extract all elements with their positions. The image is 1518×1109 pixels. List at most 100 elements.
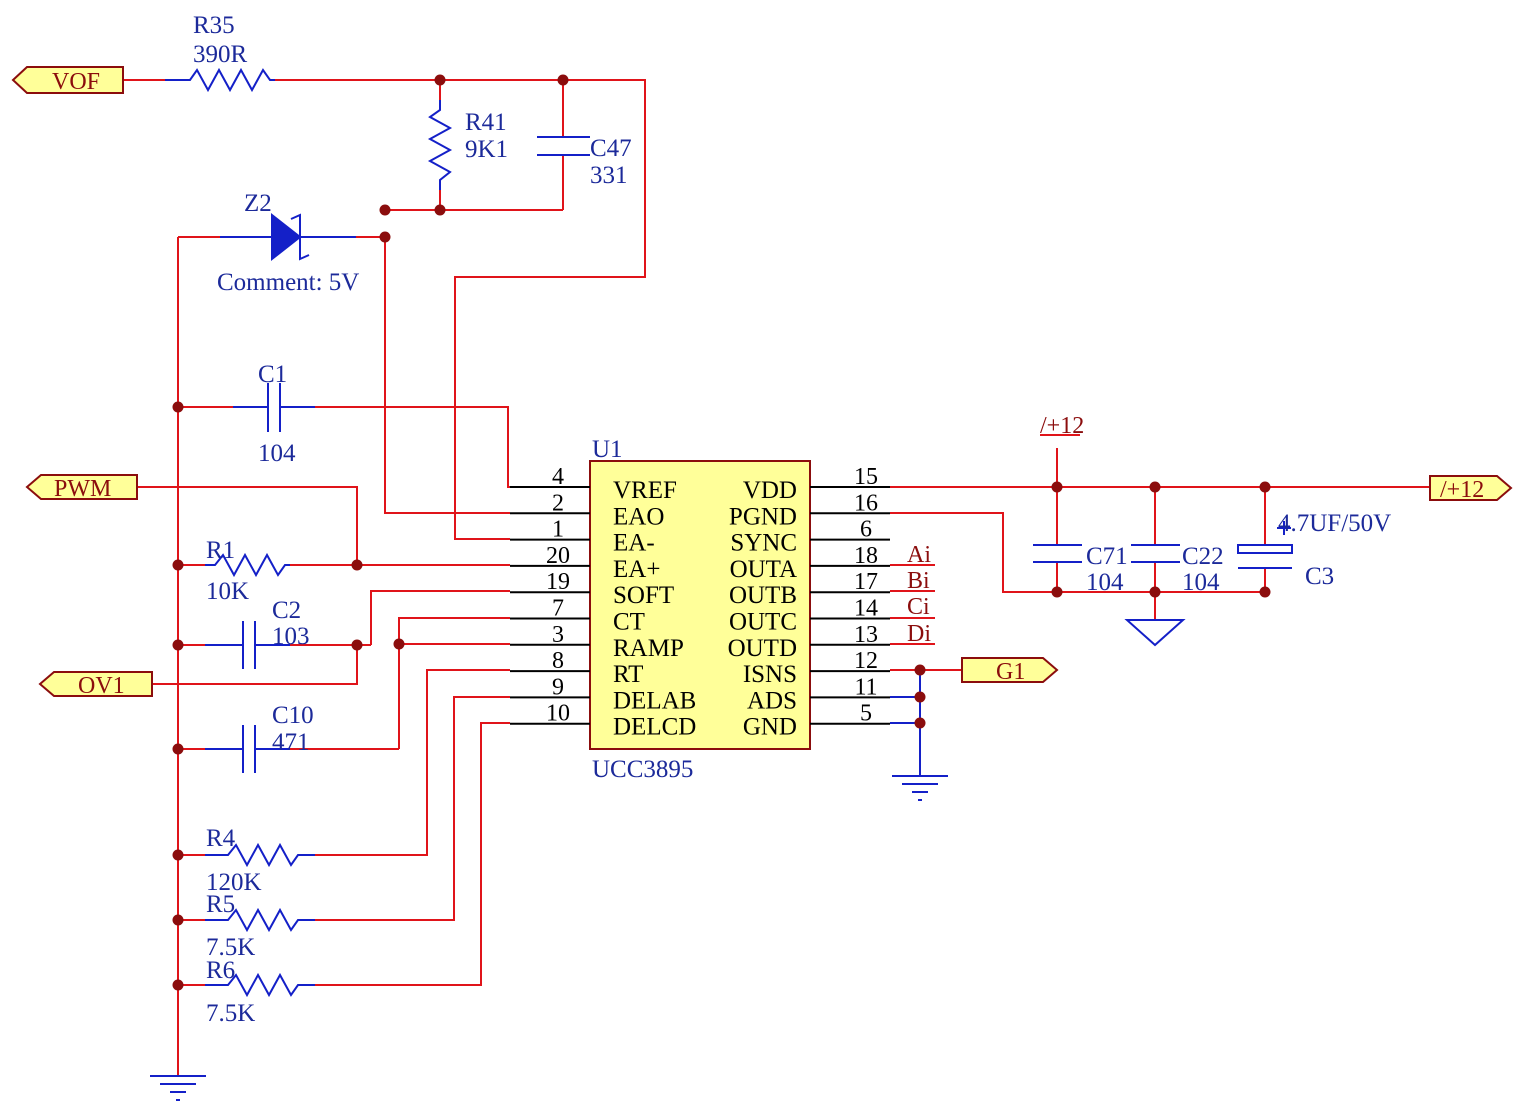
port-g1[interactable]: G1 — [961, 657, 1059, 685]
junction-dot — [172, 639, 184, 651]
pin-number: 19 — [546, 569, 570, 595]
capacitor-c1[interactable]: C1 104 — [233, 361, 315, 467]
net-label-ci: Ci — [907, 594, 930, 620]
pin-name: DELAB — [613, 687, 696, 714]
capacitor-c10[interactable]: C10 471 — [205, 702, 314, 773]
resistor-r35[interactable]: R35 390R — [165, 12, 275, 93]
r5-value: 7.5K — [206, 934, 255, 961]
net-label-plus12-top: /+12 — [1040, 413, 1084, 439]
chip-designator: U1 — [592, 436, 623, 463]
junction-dot — [914, 717, 926, 729]
c71-ref: C71 — [1086, 543, 1128, 570]
z2-ref: Z2 — [244, 190, 272, 217]
pin-number: 1 — [552, 517, 564, 543]
capacitor-c47[interactable]: C47 331 — [537, 135, 632, 189]
port-ov1[interactable]: OV1 — [38, 671, 153, 699]
junction-dot — [393, 638, 405, 650]
pin-name: OUTB — [729, 582, 797, 609]
r5-ref: R5 — [206, 891, 235, 918]
junction-dot — [172, 401, 184, 413]
resistor-r41[interactable]: R41 9K1 — [427, 100, 508, 190]
pin-name: OUTA — [730, 556, 797, 583]
net-label-ai: Ai — [907, 542, 931, 568]
resistor-r6[interactable]: R6 7.5K — [205, 957, 315, 1027]
junction-dot — [172, 559, 184, 571]
junction-dot — [914, 691, 926, 703]
port-vof-label: VOF — [52, 69, 100, 95]
c3-ref: C3 — [1305, 563, 1334, 590]
c3-value: 4.7UF/50V — [1278, 510, 1391, 537]
junction-dot — [172, 979, 184, 991]
junction-dot — [172, 743, 184, 755]
c10-value: 471 — [272, 729, 310, 756]
pin-number: 8 — [552, 648, 564, 674]
port-g1-label: G1 — [996, 659, 1025, 685]
pin-number: 3 — [552, 622, 564, 648]
pin-name: RT — [613, 661, 643, 688]
pin-number: 11 — [854, 674, 877, 700]
junction-dot — [914, 664, 926, 676]
pin-name: SYNC — [730, 530, 797, 557]
junction-dot — [1051, 586, 1063, 598]
junction-dot — [434, 74, 446, 86]
junction-dot — [351, 559, 363, 571]
pin-number: 4 — [552, 464, 564, 490]
junction-dot — [172, 849, 184, 861]
pin-number: 16 — [854, 490, 878, 516]
c2-value: 103 — [272, 623, 310, 650]
port-plus12-label: /+12 — [1440, 477, 1484, 503]
zener-diode-z2[interactable]: Z2 Comment: 5V — [217, 190, 359, 296]
junction-dot — [434, 204, 446, 216]
capacitor-c3[interactable]: 4.7UF/50V C3 — [1237, 510, 1391, 590]
r4-ref: R4 — [206, 825, 236, 852]
pin-name: SOFT — [613, 582, 674, 609]
c1-value: 104 — [258, 440, 296, 467]
pin-name: ADS — [747, 687, 797, 714]
junction-dot — [557, 74, 569, 86]
pin-number: 15 — [854, 464, 878, 490]
pin-name: VREF — [613, 477, 677, 504]
junction-dots — [172, 74, 1271, 991]
pin-name: CT — [613, 609, 645, 636]
c1-ref: C1 — [258, 361, 287, 388]
junction-dot — [1259, 586, 1271, 598]
chip-body — [589, 460, 811, 750]
pin-number: 9 — [552, 674, 564, 700]
net-label-di: Di — [907, 621, 931, 647]
pin-name: GND — [743, 714, 797, 741]
junction-dot — [1149, 586, 1161, 598]
c47-value: 331 — [590, 162, 628, 189]
junction-dot — [1051, 481, 1063, 493]
pin-number: 2 — [552, 490, 564, 516]
r6-ref: R6 — [206, 957, 235, 984]
net-label-bi: Bi — [907, 568, 930, 594]
r41-value: 9K1 — [465, 136, 508, 163]
pin-name: DELCD — [613, 714, 696, 741]
r41-ref: R41 — [465, 109, 507, 136]
r1-ref: R1 — [206, 537, 235, 564]
port-vof[interactable]: VOF — [11, 66, 124, 95]
pin-name: ISNS — [743, 661, 797, 688]
resistor-r4[interactable]: R4 120K — [205, 825, 315, 896]
capacitor-c2[interactable]: C2 103 — [205, 597, 310, 669]
capacitor-c22[interactable]: C22 104 — [1131, 543, 1224, 596]
c71-value: 104 — [1086, 569, 1124, 596]
pin-name: EAO — [613, 503, 664, 530]
resistor-r1[interactable]: R1 10K — [205, 537, 290, 605]
resistor-r5[interactable]: R5 7.5K — [205, 891, 315, 961]
pin-number: 10 — [546, 701, 570, 727]
capacitor-c71[interactable]: C71 104 — [1033, 543, 1128, 596]
ground-symbol-right — [892, 775, 948, 801]
port-plus12-out[interactable]: /+12 — [1429, 475, 1513, 503]
pin-name: PGND — [729, 503, 797, 530]
c47-ref: C47 — [590, 135, 632, 162]
pin-number: 5 — [860, 701, 872, 727]
junction-dot — [1149, 481, 1161, 493]
junction-dot — [1259, 481, 1271, 493]
pin-number: 6 — [860, 517, 872, 543]
pin-number: 14 — [854, 596, 878, 622]
port-pwm[interactable]: PWM — [25, 474, 138, 502]
pin-number: 12 — [854, 648, 878, 674]
